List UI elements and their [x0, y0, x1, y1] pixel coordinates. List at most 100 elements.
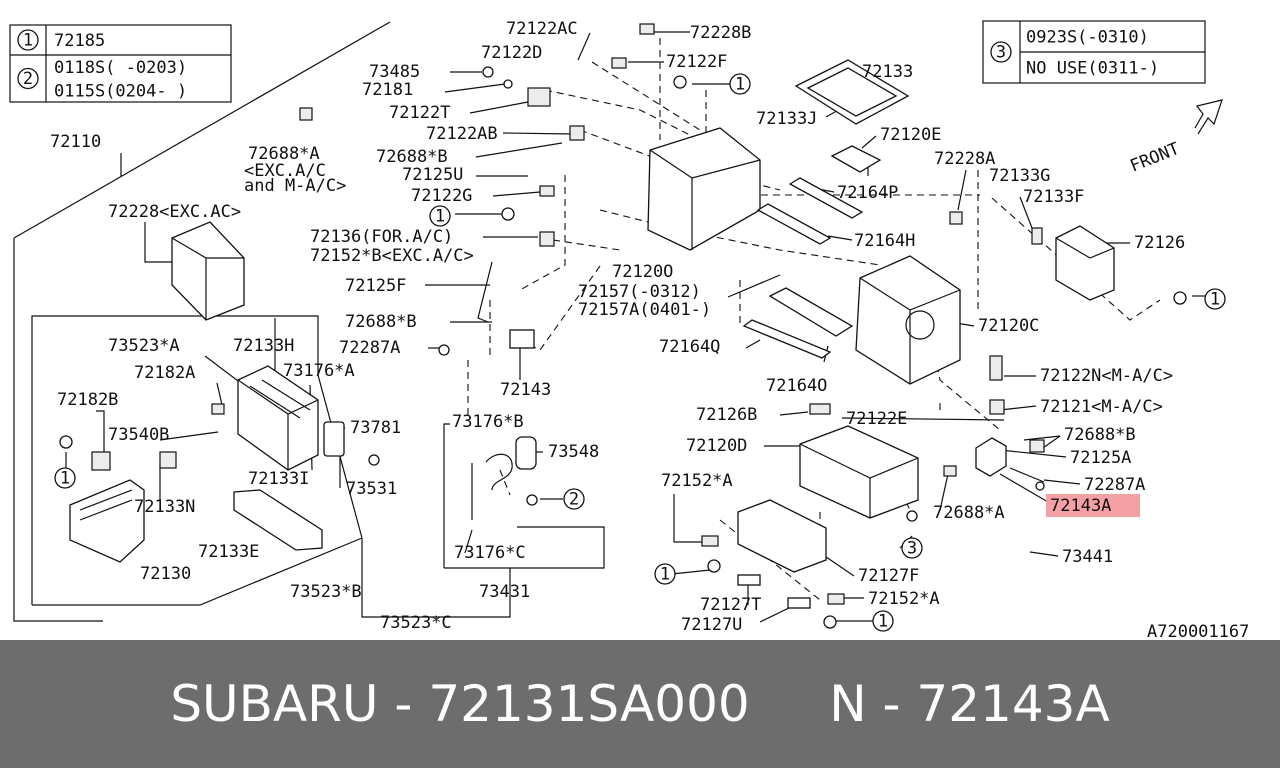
legend-entry-text: 0923S(-0310): [1026, 28, 1149, 48]
part-label: 72120E: [880, 125, 941, 145]
part-label: 73523*B: [290, 582, 362, 602]
part-label: 72182B: [57, 390, 118, 410]
part-label: 73176*B: [452, 412, 524, 432]
part-label: 72122N<M-A/C>: [1040, 366, 1173, 386]
part-label: 72120O: [612, 262, 673, 282]
legend-entry-text: 72185: [54, 31, 105, 51]
part-label: 72122AC: [506, 19, 578, 39]
part-label: 72182A: [134, 363, 195, 383]
part-label: 73176*A: [283, 361, 355, 381]
part-label: 72133H: [233, 336, 294, 356]
part-label: 72688*B: [376, 147, 448, 167]
part-label: 73540B: [108, 425, 169, 445]
part-label: 72110: [50, 132, 101, 152]
part-label: 73548: [548, 442, 599, 462]
callout-number: 1: [660, 565, 670, 585]
part-label: 72133G: [989, 166, 1050, 186]
part-label: 72133N: [134, 497, 195, 517]
legend-entry-text: 0118S( -0203): [54, 58, 187, 78]
part-label: 72122T: [389, 103, 450, 123]
part-label: 72122E: [846, 409, 907, 429]
part-label: 73523*C: [380, 613, 452, 633]
part-label: 72126: [1134, 233, 1185, 253]
front-label: FRONT: [1127, 139, 1182, 177]
legend-right: [982, 20, 1206, 84]
part-label: and M-A/C>: [244, 176, 346, 196]
callout-number: 1: [1210, 290, 1220, 310]
part-label: 72164H: [854, 231, 915, 251]
part-label: 72120D: [686, 436, 747, 456]
exploded-parts-diagram: FRONT 72143A 1 72185 2 0118S( -0203) 0115S(0…: [9, 19, 1249, 640]
callout-circle: [54, 467, 76, 489]
part-label: 72127T: [700, 595, 761, 615]
part-label: 72228<EXC.AC>: [108, 202, 241, 222]
legend-key-number: 3: [996, 43, 1006, 63]
part-label: 72127U: [681, 615, 742, 635]
part-label: 73531: [346, 479, 397, 499]
part-label: 72125A: [1070, 448, 1131, 468]
part-drawings: [59, 23, 1187, 629]
part-label: 72157(-0312): [578, 282, 701, 302]
part-label: 72133J: [756, 109, 817, 129]
footer-separator: -: [378, 675, 429, 733]
part-label: <EXC.A/C: [244, 161, 326, 181]
callout-circle: [563, 488, 585, 510]
part-label: 72164P: [837, 183, 898, 203]
part-label: 72164O: [766, 376, 827, 396]
footer-ref-number: 72143A: [916, 675, 1110, 733]
part-label: 72287A: [339, 338, 400, 358]
legend-key-circle: [990, 41, 1012, 63]
part-label: 72125F: [345, 276, 406, 296]
part-label: 72228B: [690, 23, 751, 43]
highlight-layer: 72143A: [1046, 494, 1140, 517]
part-label: 72152*A: [868, 589, 940, 609]
callout-number: 1: [435, 207, 445, 227]
callout-circle: [729, 73, 751, 95]
part-label: 72152*A: [661, 471, 733, 491]
part-label: 72688*A: [248, 144, 320, 164]
part-label: 73781: [350, 418, 401, 438]
part-label: 72152*B<EXC.A/C>: [310, 246, 474, 266]
part-label: 72157A(0401-): [578, 300, 711, 320]
part-label: 73431: [479, 582, 530, 602]
callout-number: 1: [735, 75, 745, 95]
part-label: 72122G: [411, 186, 472, 206]
callout-circle: [901, 537, 923, 559]
highlight-box: [1046, 494, 1140, 517]
footer-part-number: 72131SA000: [428, 675, 750, 733]
callout-circle: [654, 563, 676, 585]
footer-gap: [750, 675, 829, 733]
front-direction-indicator: FRONT: [1127, 99, 1223, 177]
highlighted-part-label: 72143A: [1050, 496, 1111, 516]
part-label: 73523*A: [108, 336, 180, 356]
part-label: 72688*B: [1064, 425, 1136, 445]
bolt-glyphs: [59, 66, 1187, 629]
part-label: 72133: [862, 62, 913, 82]
callout-number: 1: [878, 612, 888, 632]
legend-entry-text: NO USE(0311-): [1026, 59, 1159, 79]
part-label: 72181: [362, 80, 413, 100]
part-label: 72143: [500, 380, 551, 400]
part-label: 72133F: [1023, 187, 1084, 207]
part-label: 72287A: [1084, 475, 1145, 495]
part-label: 72126B: [696, 405, 757, 425]
part-label: 72688*A: [933, 503, 1005, 523]
part-label: 72120C: [978, 316, 1039, 336]
callout-circle: [1204, 288, 1226, 310]
legend-key-circle: [17, 29, 39, 51]
legend-entry-text: 0115S(0204- ): [54, 81, 187, 101]
part-label: 72122AB: [426, 124, 498, 144]
legend-left: [9, 24, 232, 103]
part-label: 72127F: [858, 566, 919, 586]
callout-circle: [429, 205, 451, 227]
part-label: 73176*C: [454, 543, 526, 563]
callout-number: 2: [569, 490, 579, 510]
legend-key-circle: [17, 67, 39, 90]
callout-circle: [872, 610, 894, 632]
part-label: 72228A: [934, 149, 995, 169]
part-label: 73441: [1062, 547, 1113, 567]
